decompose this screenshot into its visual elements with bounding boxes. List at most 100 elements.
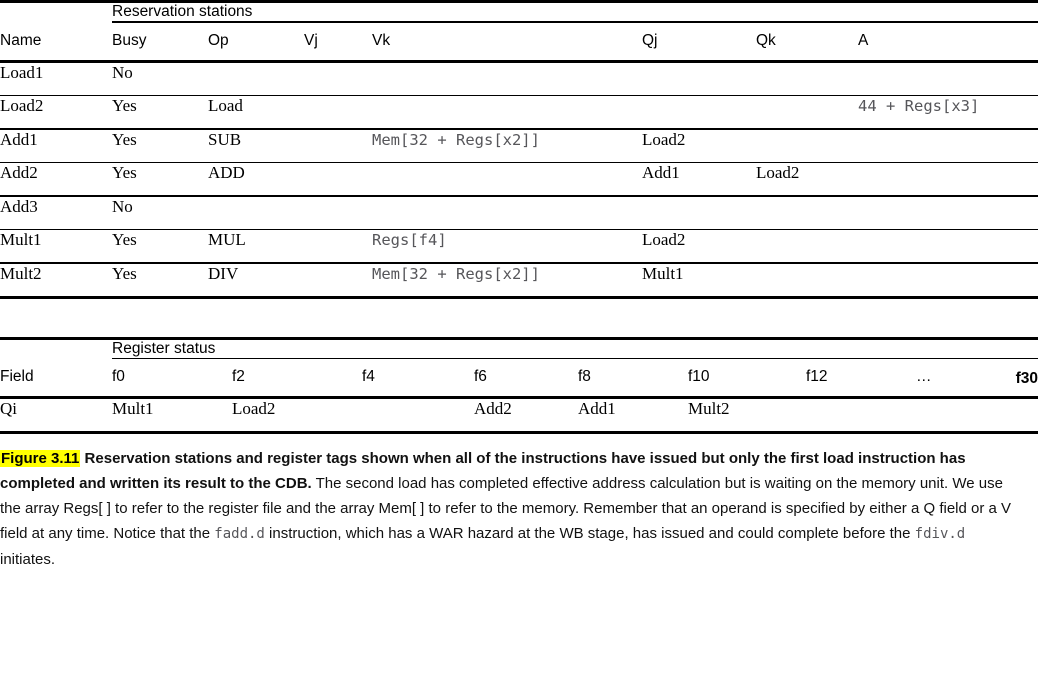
- table-row: Mult1 Yes MUL Regs[f4] Load2: [0, 230, 1038, 262]
- regstat-group-rule-row: [0, 357, 1038, 359]
- rs-cell-vk: Mem[32 + Regs[x2]]: [372, 130, 540, 149]
- rs-cell-busy: Yes: [112, 230, 137, 249]
- rs-cell-vk: Mem[32 + Regs[x2]]: [372, 264, 540, 283]
- rs-cell-qk: [756, 197, 858, 229]
- regstat-group-header-pad: [0, 340, 112, 358]
- register-status-table: Register status Field f0 f2 f4 f6 f8 f10…: [0, 336, 1038, 434]
- rs-col-a: A: [858, 31, 869, 49]
- rs-cell-busy: Yes: [112, 96, 137, 115]
- regstat-group-header-row: Register status: [0, 340, 1038, 358]
- rs-col-qj: Qj: [642, 31, 658, 49]
- rs-cell-qj: [642, 197, 756, 229]
- regstat-col-f30: f30: [1015, 370, 1038, 387]
- regstat-bottom-rule: [0, 431, 1038, 434]
- rs-bottom-rule: [0, 295, 1038, 299]
- rs-col-op: Op: [208, 31, 229, 49]
- regstat-body: Qi Mult1 Load2 Add2 Add1 Mult2: [0, 399, 1038, 431]
- rs-body: Mult1 Yes MUL Regs[f4] Load2: [0, 230, 1038, 262]
- regstat-col-f2: f2: [232, 368, 245, 385]
- rs-cell-op: DIV: [208, 263, 239, 283]
- regstat-head: Register status Field f0 f2 f4 f6 f8 f10…: [0, 340, 1038, 395]
- rs-cell-qk: Load2: [756, 163, 800, 182]
- rs-group-rule-cell: [112, 21, 1038, 23]
- rs-cell-qj: [642, 96, 756, 128]
- rs-top-rule: [0, 0, 1038, 3]
- rs-cell-a: [858, 264, 1038, 296]
- rs-cell-vj: [304, 63, 372, 95]
- caption-body-part1: The second load has completed effective …: [0, 475, 1012, 542]
- rs-body: Mult2 Yes DIV Mem[32 + Regs[x2]] Mult1: [0, 264, 1038, 296]
- rs-cell-qj: Add1: [642, 163, 680, 182]
- regstat-col-f12: f12: [806, 368, 828, 385]
- rs-cell-name: Mult2: [0, 263, 42, 283]
- rs-cell-qk: [756, 63, 858, 95]
- rs-cell-vk: [372, 63, 642, 95]
- caption-body-part3: initiates.: [0, 551, 56, 568]
- rs-cell-vj: [304, 163, 372, 195]
- rs-cell-vk: [372, 163, 642, 195]
- rs-col-busy: Busy: [112, 31, 147, 49]
- rs-cell-busy: Yes: [112, 129, 137, 149]
- rs-cell-a: [858, 197, 1038, 229]
- rs-col-qk: Qk: [756, 31, 776, 49]
- rs-row-rule-4: [0, 195, 1038, 197]
- regstat-cell-f10: Mult2: [688, 399, 730, 418]
- rs-row-rule-2: [0, 128, 1038, 130]
- rs-cell-op: MUL: [208, 230, 246, 249]
- rs-cell-vj: [304, 230, 372, 262]
- reservation-stations-table: Reservation stations Name Busy Op Vj Vk …: [0, 0, 1038, 299]
- regstat-col-f6: f6: [474, 368, 487, 385]
- regstat-cell-f8: Add1: [578, 399, 616, 418]
- rs-group-header-pad: [0, 3, 112, 21]
- rs-cell-qj: [642, 63, 756, 95]
- rs-group-title: Reservation stations: [112, 3, 253, 20]
- rs-cell-qk: [756, 264, 858, 296]
- rs-cell-name: Load1: [0, 62, 44, 82]
- caption-gap: [0, 434, 1038, 446]
- table-row: Add3 No: [0, 197, 1038, 229]
- rs-table: Reservation stations Name Busy Op Vj Vk …: [0, 3, 1038, 58]
- rs-header-rule: [0, 59, 1038, 63]
- rs-cell-vj: [304, 197, 372, 229]
- rs-group-header-row: Reservation stations: [0, 3, 1038, 21]
- rs-cell-busy: Yes: [112, 263, 137, 283]
- rs-cell-vk: [372, 197, 642, 229]
- regstat-cell-f4: [362, 399, 474, 431]
- rs-col-name: Name: [0, 31, 42, 49]
- table-row: Add1 Yes SUB Mem[32 + Regs[x2]] Load2: [0, 130, 1038, 162]
- rs-body: Add3 No: [0, 197, 1038, 229]
- table-row: Load2 Yes Load 44 + Regs[x3]: [0, 96, 1038, 128]
- regstat-col-f10: f10: [688, 368, 710, 385]
- regstat-header-rule: [0, 396, 1038, 399]
- rs-col-vk: Vk: [372, 31, 391, 49]
- table-row: Load1 No: [0, 63, 1038, 95]
- regstat-cell-f30: [916, 399, 1038, 431]
- regstat-col-field: Field: [0, 368, 34, 385]
- rs-cell-busy: No: [112, 62, 133, 82]
- rs-cell-name: Add3: [0, 196, 38, 216]
- table-row: Qi Mult1 Load2 Add2 Add1 Mult2: [0, 399, 1038, 431]
- rs-cell-a: [858, 130, 1038, 162]
- regstat-col-f4: f4: [362, 368, 375, 385]
- rs-cell-name: Load2: [0, 96, 44, 115]
- figure-caption: Figure 3.11 Reservation stations and reg…: [0, 446, 1012, 572]
- rs-cell-op: SUB: [208, 129, 242, 149]
- rs-body: Load2 Yes Load 44 + Regs[x3]: [0, 96, 1038, 128]
- rs-cell-op: Load: [208, 96, 243, 115]
- rs-cell-vk: Regs[f4]: [372, 231, 447, 249]
- rs-cell-qk: [756, 130, 858, 162]
- rs-cell-vk: [372, 96, 642, 128]
- regstat-top-rule: [0, 336, 1038, 340]
- rs-group-rule: [112, 21, 1038, 23]
- regstat-cell-f6: Add2: [474, 399, 512, 418]
- rs-cell-vj: [304, 96, 372, 128]
- rs-body: Add2 Yes ADD Add1 Load2: [0, 163, 1038, 195]
- rs-body: Load1 No: [0, 63, 1038, 95]
- regstat-group-rule-cell: [112, 357, 1038, 359]
- table-gap: [0, 299, 1038, 337]
- caption-mono-fdiv: fdiv.d: [914, 526, 966, 542]
- table-row: Add2 Yes ADD Add1 Load2: [0, 163, 1038, 195]
- rs-body: Add1 Yes SUB Mem[32 + Regs[x2]] Load2: [0, 130, 1038, 162]
- rs-row-rule-3: [0, 161, 1038, 163]
